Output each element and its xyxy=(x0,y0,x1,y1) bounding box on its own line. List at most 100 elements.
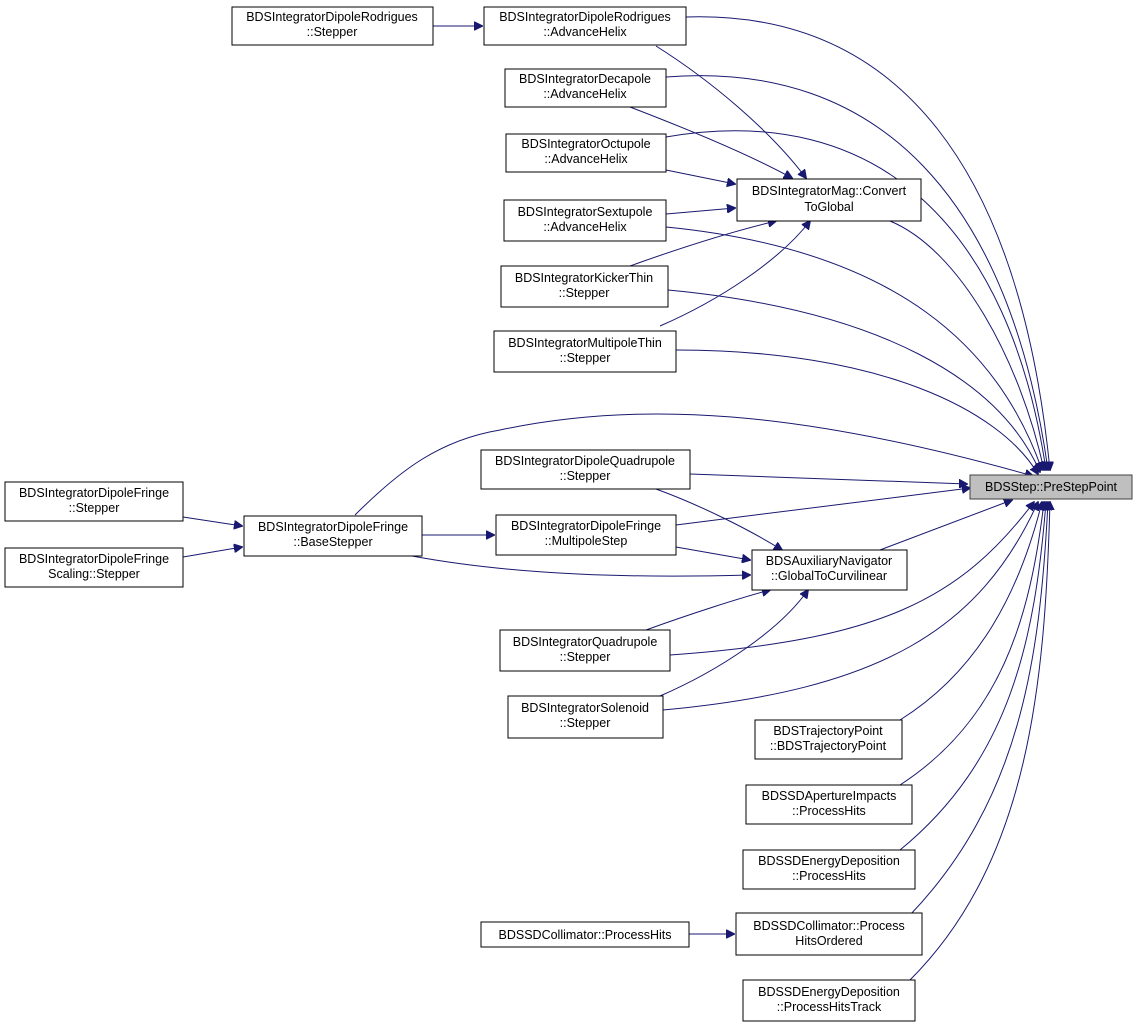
nodes: BDSStep::PreStepPoint BDSIntegratorDipol… xyxy=(4,6,1133,1022)
node-energy-deposition-process-hits[interactable]: BDSSDEnergyDeposition ::ProcessHits xyxy=(742,849,916,890)
node-global-to-curvilinear[interactable]: BDSAuxiliaryNavigator ::GlobalToCurvilin… xyxy=(751,549,908,591)
node-label: BDSIntegratorDipoleFringe xyxy=(19,552,169,566)
node-label: BDSSDEnergyDeposition xyxy=(758,854,900,868)
edges xyxy=(182,16,1050,981)
node-label: ::Stepper xyxy=(559,286,610,300)
edge-multipole-thin-to-target xyxy=(675,349,1038,474)
edge-quadrupole-to-curvilinear xyxy=(645,590,770,631)
edge-kicker-thin-to-target xyxy=(667,289,1040,472)
node-label: BDSIntegratorDipoleFringe xyxy=(19,486,169,500)
edge-sextupole-to-convert xyxy=(665,208,735,215)
node-dipole-quadrupole-stepper[interactable]: BDSIntegratorDipoleQuadrupole ::Stepper xyxy=(480,449,691,490)
node-label: ::ProcessHits xyxy=(792,869,866,883)
node-quadrupole-stepper[interactable]: BDSIntegratorQuadrupole ::Stepper xyxy=(499,629,671,672)
node-rodrigues-advance-helix[interactable]: BDSIntegratorDipoleRodrigues ::AdvanceHe… xyxy=(483,6,687,46)
node-solenoid-stepper[interactable]: BDSIntegratorSolenoid ::Stepper xyxy=(507,695,664,739)
node-trajectory-point[interactable]: BDSTrajectoryPoint ::BDSTrajectoryPoint xyxy=(754,719,903,760)
node-label: BDSIntegratorDipoleRodrigues xyxy=(246,10,418,24)
edge-global-to-curvilinear-to-target xyxy=(879,500,1012,551)
node-dipole-fringe-stepper[interactable]: BDSIntegratorDipoleFringe ::Stepper xyxy=(4,481,184,522)
node-convert-to-global[interactable]: BDSIntegratorMag::Convert ToGlobal xyxy=(736,178,922,222)
node-label: BDSSDCollimator::ProcessHits xyxy=(499,928,672,942)
node-label: ::BaseStepper xyxy=(293,535,372,549)
edge-solenoid-to-curvilinear xyxy=(659,590,808,697)
node-label: BDSIntegratorDipoleRodrigues xyxy=(499,10,671,24)
node-label: ToGlobal xyxy=(804,200,853,214)
node-energy-deposition-process-hits-track[interactable]: BDSSDEnergyDeposition ::ProcessHitsTrack xyxy=(742,979,916,1022)
node-label: BDSAuxiliaryNavigator xyxy=(766,554,892,568)
node-octupole-advance-helix[interactable]: BDSIntegratorOctupole ::AdvanceHelix xyxy=(505,133,667,173)
node-label: Scaling::Stepper xyxy=(48,567,140,581)
edge-trajectory-point-to-target xyxy=(899,502,1042,721)
edge-rodrigues-advancehelix-to-convert xyxy=(655,45,806,178)
edge-rodrigues-advancehelix-to-target xyxy=(685,16,1050,470)
node-label: BDSStep::PreStepPoint xyxy=(985,480,1118,494)
node-multipole-thin-stepper[interactable]: BDSIntegratorMultipoleThin ::Stepper xyxy=(493,330,677,373)
node-label: BDSSDCollimator::Process xyxy=(753,919,904,933)
edge-multipole-step-to-curvilinear xyxy=(675,546,750,560)
node-label: BDSIntegratorMag::Convert xyxy=(752,184,907,198)
edge-decapole-to-target xyxy=(665,75,1048,470)
node-label: ::Stepper xyxy=(560,650,611,664)
node-kicker-thin-stepper[interactable]: BDSIntegratorKickerThin ::Stepper xyxy=(500,265,669,308)
edge-solenoid-to-target xyxy=(662,502,1038,711)
edge-quadrupole-to-target xyxy=(669,502,1034,656)
node-label: ::Stepper xyxy=(560,716,611,730)
node-label: ::Stepper xyxy=(69,501,120,515)
node-label: BDSIntegratorSextupole xyxy=(518,205,653,219)
edge-multipole-step-to-target xyxy=(675,488,970,526)
node-label: BDSIntegratorQuadrupole xyxy=(513,635,658,649)
node-pre-step-point[interactable]: BDSStep::PreStepPoint xyxy=(969,474,1133,500)
edge-process-hits-track-to-target xyxy=(909,502,1050,981)
node-label: ::Stepper xyxy=(307,25,358,39)
node-label: ::ProcessHitsTrack xyxy=(777,1000,882,1014)
node-label: BDSIntegratorMultipoleThin xyxy=(508,336,662,350)
node-label: BDSIntegratorDecapole xyxy=(519,72,651,86)
edge-fringe-stepper-to-base-stepper xyxy=(182,516,242,526)
node-label: ::Stepper xyxy=(560,469,611,483)
node-dipole-fringe-scaling-stepper[interactable]: BDSIntegratorDipoleFringe Scaling::Stepp… xyxy=(4,547,184,588)
node-label: ::Stepper xyxy=(560,351,611,365)
edge-energy-deposition-to-target xyxy=(899,502,1046,851)
node-label: BDSTrajectoryPoint xyxy=(773,724,883,738)
edge-dipole-quadrupole-to-target xyxy=(689,473,967,484)
edge-octupole-to-convert xyxy=(665,169,735,184)
edge-base-stepper-to-target xyxy=(354,413,1033,516)
node-label: ::BDSTrajectoryPoint xyxy=(770,739,887,753)
node-label: BDSIntegratorSolenoid xyxy=(521,701,649,715)
node-label: ::AdvanceHelix xyxy=(543,25,627,39)
node-label: BDSIntegratorKickerThin xyxy=(515,271,653,285)
node-label: ::GlobalToCurvilinear xyxy=(771,569,887,583)
edge-aperture-impacts-to-target xyxy=(899,502,1044,786)
node-label: BDSSDEnergyDeposition xyxy=(758,985,900,999)
edge-process-hits-ordered-to-target xyxy=(909,502,1048,916)
node-label: BDSIntegratorDipoleQuadrupole xyxy=(495,454,675,468)
edge-multipole-thin-to-convert xyxy=(659,221,810,327)
node-label: ::AdvanceHelix xyxy=(544,152,628,166)
node-decapole-advance-helix[interactable]: BDSIntegratorDecapole ::AdvanceHelix xyxy=(504,68,667,108)
node-collimator-process-hits-ordered[interactable]: BDSSDCollimator::Process HitsOrdered xyxy=(735,912,923,956)
node-label: BDSSDApertureImpacts xyxy=(762,789,897,803)
edge-dipole-quadrupole-to-curvilinear xyxy=(655,488,782,550)
node-aperture-impacts-process-hits[interactable]: BDSSDApertureImpacts ::ProcessHits xyxy=(745,784,913,825)
node-label: BDSIntegratorDipoleFringe xyxy=(511,519,661,533)
node-label: BDSIntegratorDipoleFringe xyxy=(258,520,408,534)
node-collimator-process-hits[interactable]: BDSSDCollimator::ProcessHits xyxy=(480,921,690,948)
edge-fringe-scaling-to-base-stepper xyxy=(182,547,242,558)
node-label: HitsOrdered xyxy=(795,934,862,948)
node-sextupole-advance-helix[interactable]: BDSIntegratorSextupole ::AdvanceHelix xyxy=(503,199,667,242)
edge-convert-to-global-to-target xyxy=(889,220,1044,470)
node-label: ::ProcessHits xyxy=(792,804,866,818)
node-label: ::AdvanceHelix xyxy=(543,87,627,101)
edge-kicker-thin-to-convert xyxy=(629,221,776,267)
edge-octupole-to-target xyxy=(665,130,1046,470)
edge-base-stepper-to-curvilinear xyxy=(411,555,750,576)
node-dipole-fringe-base-stepper[interactable]: BDSIntegratorDipoleFringe ::BaseStepper xyxy=(243,515,423,557)
node-label: BDSIntegratorOctupole xyxy=(521,137,650,151)
node-label: ::AdvanceHelix xyxy=(543,220,627,234)
node-rodrigues-stepper[interactable]: BDSIntegratorDipoleRodrigues ::Stepper xyxy=(231,6,434,46)
edge-sextupole-to-target xyxy=(665,226,1042,470)
node-dipole-fringe-multipole-step[interactable]: BDSIntegratorDipoleFringe ::MultipoleSte… xyxy=(495,514,677,556)
node-label: ::MultipoleStep xyxy=(545,534,628,548)
